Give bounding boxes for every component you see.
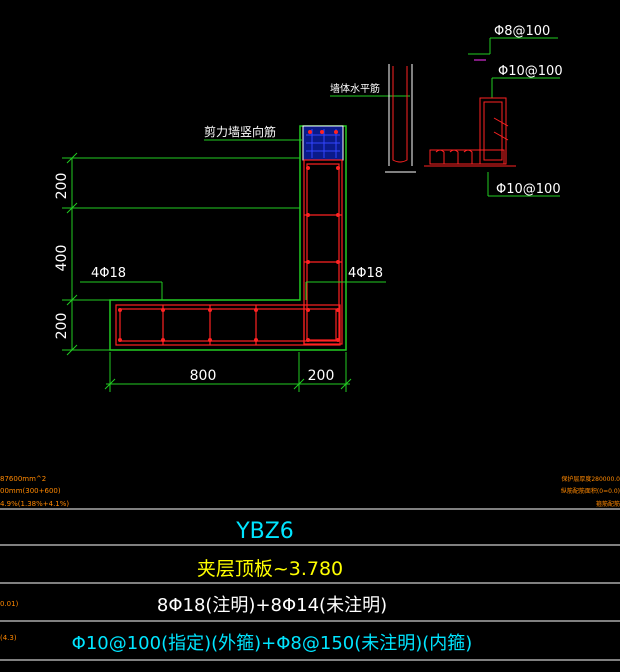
horizontal-rebar-callout: 墙体水平筋 (330, 82, 380, 95)
dim-800: 800 (190, 368, 217, 384)
left-dimension-chain (62, 152, 300, 356)
detail-mid-label: Φ10@100 (498, 64, 563, 79)
right-rebar-label: 4Φ18 (348, 266, 383, 281)
dim-200-right: 200 (308, 368, 335, 384)
side-note-right-1: 保护层厚度280000.0 (561, 475, 620, 483)
rebar-cage (115, 159, 343, 346)
side-note-right-2: 纵筋配筋面积(0=0.0) (561, 487, 620, 495)
column-outline (109, 125, 347, 351)
vertical-rebar-callout: 剪力墙竖向筋 (204, 124, 276, 139)
wall-section-detail (385, 64, 416, 173)
side-note-left-5: (4.3) (0, 634, 17, 642)
leader-lines (80, 95, 410, 300)
table-elevation: 夹层顶板~3.780 (197, 558, 343, 580)
side-note-right-3: 箍筋配筋 (596, 500, 620, 508)
detail-bottom-label: Φ10@100 (496, 182, 561, 197)
hatch-rebar-dots (308, 130, 338, 134)
stirrup-detail (424, 37, 560, 197)
dim-400: 400 (54, 245, 70, 272)
side-note-left-2: 00mm(300+600) (0, 487, 61, 495)
dim-200-top: 200 (54, 173, 70, 200)
dim-200-bottom: 200 (54, 313, 70, 340)
table-longitudinal: 8Φ18(注明)+8Φ14(未注明) (157, 595, 387, 616)
side-note-left-3: 4.9%(1.38%+4.1%) (0, 500, 69, 508)
side-note-left-1: 87600mm^2 (0, 475, 46, 483)
side-note-left-4: 0.01) (0, 600, 19, 608)
rebar-dots (118, 166, 340, 342)
table-grid (0, 508, 620, 661)
bottom-dimension-chain (104, 352, 352, 392)
table-stirrups: Φ10@100(指定)(外箍)+Φ8@150(未注明)(内箍) (72, 633, 473, 654)
table-name: YBZ6 (235, 519, 294, 544)
left-rebar-label: 4Φ18 (91, 266, 126, 281)
detail-top-label: Φ8@100 (494, 24, 550, 39)
